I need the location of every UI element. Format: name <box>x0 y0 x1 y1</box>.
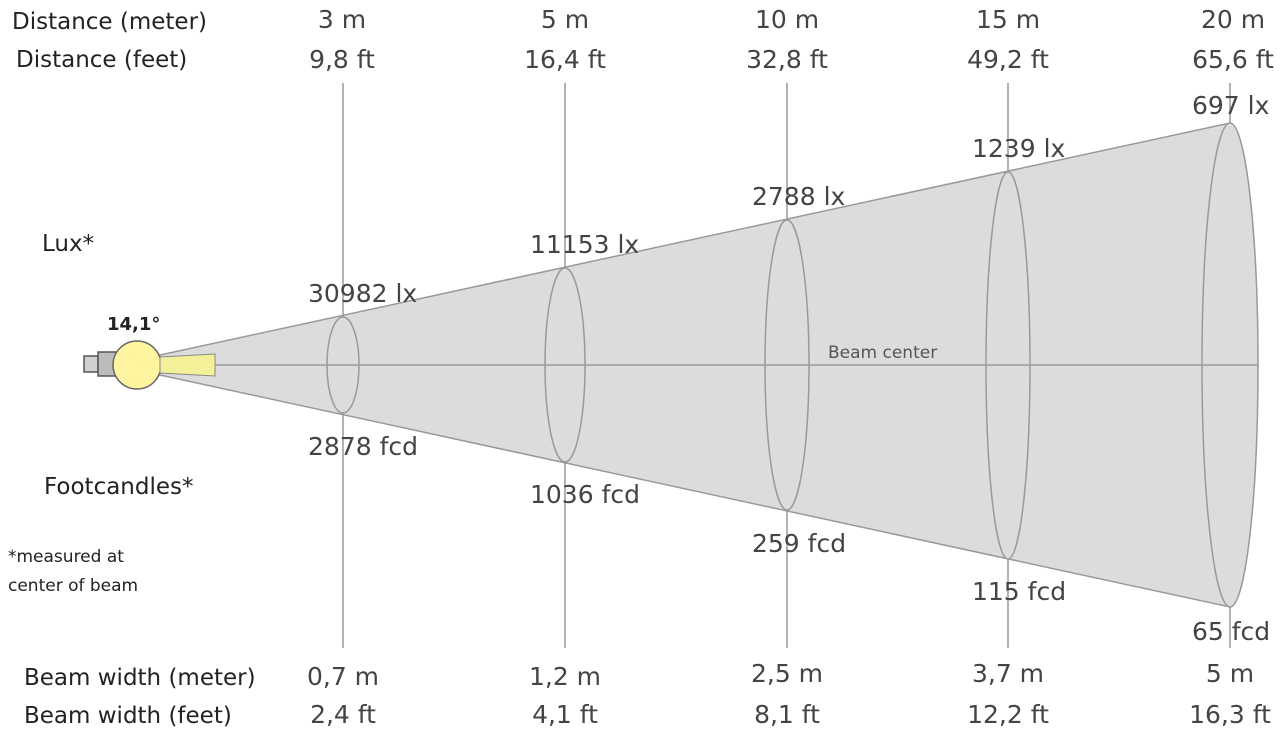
beam-center-label: Beam center <box>828 343 937 363</box>
beam-width-meter-value: 0,7 m <box>307 662 379 691</box>
footcandle-value: 115 fcd <box>972 577 1066 606</box>
distance-feet-value: 65,6 ft <box>1192 45 1274 74</box>
beam-width-feet-value: 4,1 ft <box>532 700 598 729</box>
footcandle-value: 2878 fcd <box>308 432 418 461</box>
distance-meter-label: Distance (meter) <box>12 9 207 35</box>
distance-meter-value: 10 m <box>755 5 819 34</box>
beam-angle-label: 14,1° <box>107 314 160 335</box>
station-values: 3 m 9,8 ft 30982 lx 2878 fcd 0,7 m 2,4 ft 5 m 1… <box>307 5 1274 729</box>
distance-feet-value: 32,8 ft <box>746 45 828 74</box>
distance-feet-label: Distance (feet) <box>16 47 187 73</box>
lux-value: 11153 lx <box>530 230 639 259</box>
beam-width-meter-value: 2,5 m <box>751 659 823 688</box>
lux-value: 2788 lx <box>752 182 845 211</box>
beam-width-feet-value: 2,4 ft <box>310 700 376 729</box>
distance-meter-value: 5 m <box>541 5 589 34</box>
footcandle-value: 65 fcd <box>1192 617 1270 646</box>
lux-value: 30982 lx <box>308 279 417 308</box>
lux-label: Lux* <box>42 231 94 257</box>
lens-beam-icon <box>159 353 216 377</box>
lux-value: 1239 lx <box>972 134 1065 163</box>
distance-feet-value: 16,4 ft <box>524 45 606 74</box>
beam-width-meter-label: Beam width (meter) <box>24 665 256 691</box>
footnote-line-2: center of beam <box>8 576 138 596</box>
beam-width-meter-value: 1,2 m <box>529 662 601 691</box>
lamp-base-thread <box>83 355 99 373</box>
distance-meter-value: 3 m <box>318 5 366 34</box>
bulb-icon <box>112 340 162 390</box>
lamp-fixture <box>83 340 216 390</box>
beam-width-feet-value: 16,3 ft <box>1189 700 1271 729</box>
footnote-line-1: *measured at <box>8 547 124 567</box>
footcandle-value: 1036 fcd <box>530 480 640 509</box>
distance-meter-value: 15 m <box>976 5 1040 34</box>
beam-width-meter-value: 3,7 m <box>972 659 1044 688</box>
distance-feet-value: 49,2 ft <box>967 45 1049 74</box>
beam-width-feet-value: 8,1 ft <box>754 700 820 729</box>
lux-value: 697 lx <box>1192 91 1269 120</box>
footcandle-value: 259 fcd <box>752 529 846 558</box>
distance-meter-value: 20 m <box>1201 5 1265 34</box>
beam-width-feet-value: 12,2 ft <box>967 700 1049 729</box>
beam-width-meter-value: 5 m <box>1206 659 1254 688</box>
beam-width-feet-label: Beam width (feet) <box>24 703 232 729</box>
distance-feet-value: 9,8 ft <box>309 45 375 74</box>
footcandles-label: Footcandles* <box>44 474 194 500</box>
